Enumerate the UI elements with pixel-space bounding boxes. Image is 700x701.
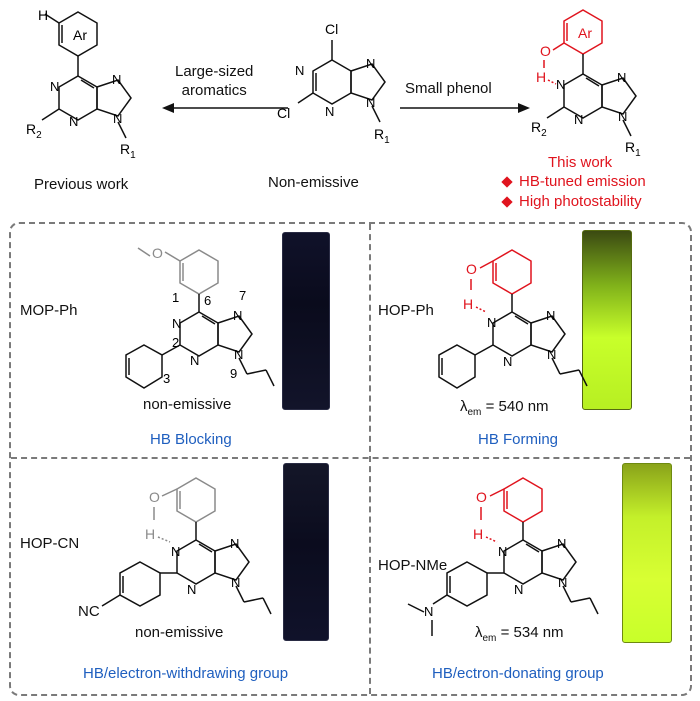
svg-text:N: N xyxy=(325,104,334,119)
compound-label-hop-nme: HOP-NMe xyxy=(378,557,448,574)
svg-text:Cl: Cl xyxy=(277,105,290,121)
cuvette-hop-ph xyxy=(582,230,632,410)
svg-text:N: N xyxy=(618,109,627,124)
svg-text:Cl: Cl xyxy=(325,21,338,37)
svg-text:R2: R2 xyxy=(531,119,547,139)
previous-work-caption: Previous work xyxy=(34,176,129,193)
emission-label-hop-cn: non-emissive xyxy=(135,624,224,641)
caption-hb-electron-donating: HB/ectron-donating group xyxy=(432,665,604,682)
bullet-diamond-icon xyxy=(501,176,513,188)
cuvette-hop-cn xyxy=(283,463,329,641)
svg-text:N: N xyxy=(617,70,626,85)
this-work-label: This work xyxy=(548,154,613,171)
this-work-structure: Ar O H N N N N R2 R1 xyxy=(531,9,641,159)
emission-label-mop-ph: non-emissive xyxy=(143,396,232,413)
substituent-nc: NC xyxy=(78,603,100,620)
svg-text:O: O xyxy=(540,43,551,59)
emission-label-hop-ph: λem = 540 nm xyxy=(460,398,549,418)
cuvette-mop-ph xyxy=(282,232,330,410)
ar-label: Ar xyxy=(73,27,87,43)
right-arrow-label: Small phenol xyxy=(405,80,492,97)
caption-hb-forming: HB Forming xyxy=(478,431,559,448)
svg-text:N: N xyxy=(556,77,565,92)
svg-text:R1: R1 xyxy=(625,139,641,159)
svg-text:N: N xyxy=(295,63,304,78)
h-label: H xyxy=(38,7,48,23)
compound-label-hop-ph: HOP-Ph xyxy=(378,302,434,319)
svg-text:N: N xyxy=(366,95,375,110)
caption-hb-blocking: HB Blocking xyxy=(150,431,232,448)
n7-label: N xyxy=(112,72,121,87)
svg-text:N: N xyxy=(366,56,375,71)
n9-label: N xyxy=(113,111,122,126)
n1-label: N xyxy=(50,79,59,94)
svg-text:N: N xyxy=(574,112,583,127)
bullet-hb-tuned: HB-tuned emission xyxy=(519,173,646,190)
previous-work-structure: Ar H N N N N R2 R1 xyxy=(26,7,136,161)
cuvette-hop-nme xyxy=(622,463,672,643)
compound-label-mop-ph: MOP-Ph xyxy=(20,302,78,319)
emission-label-hop-nme: λem = 534 nm xyxy=(475,624,564,644)
panel-divider-vertical xyxy=(369,224,371,694)
n3-label: N xyxy=(69,114,78,129)
svg-text:R2: R2 xyxy=(26,121,42,141)
dichloropurine-structure: Cl N N N N Cl R1 xyxy=(277,21,390,146)
panel-divider-horizontal xyxy=(11,457,690,459)
svg-text:R1: R1 xyxy=(374,126,390,146)
svg-text:R1: R1 xyxy=(120,141,136,161)
non-emissive-caption: Non-emissive xyxy=(268,174,359,191)
svg-text:H: H xyxy=(536,69,546,85)
compound-label-hop-cn: HOP-CN xyxy=(20,535,80,552)
bullet-photostability: High photostability xyxy=(519,193,642,210)
left-arrow-label: Large-sized aromatics xyxy=(175,63,254,99)
svg-text:Ar: Ar xyxy=(578,25,592,41)
bullet-diamond-icon xyxy=(501,196,513,208)
top-scheme: Ar H N N N N R2 R1 Cl N N N N Cl R xyxy=(26,7,641,208)
panel-grid xyxy=(9,222,692,696)
caption-hb-electron-withdrawing: HB/electron-withdrawing group xyxy=(83,665,289,682)
